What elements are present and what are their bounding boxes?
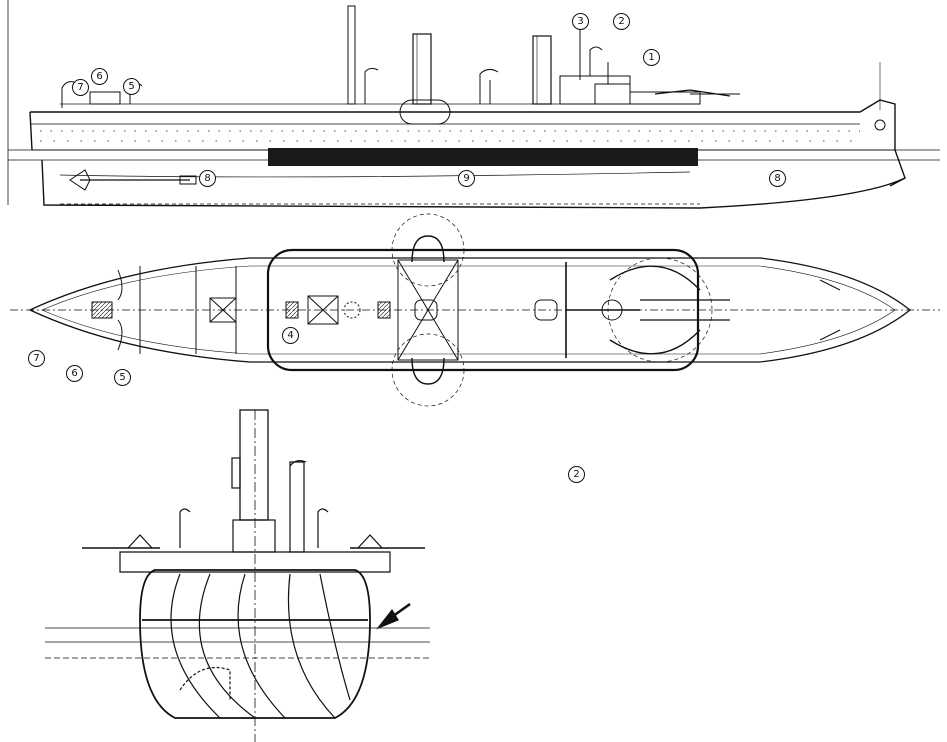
- side-elevation: [7, 0, 940, 209]
- callout-5-plan: 5: [114, 369, 131, 386]
- callout-7-plan: 7: [28, 350, 45, 367]
- callout-6-side: 6: [91, 68, 108, 85]
- cross-section: [45, 409, 430, 742]
- plan-view: [10, 213, 940, 407]
- callout-2: 2: [613, 13, 630, 30]
- callout-6-plan: 6: [66, 365, 83, 382]
- callout-8-fore: 8: [769, 170, 786, 187]
- callout-2-section: 2: [568, 466, 585, 483]
- callout-9: 9: [458, 170, 475, 187]
- callout-5-side: 5: [123, 78, 140, 95]
- callout-8-aft: 8: [199, 170, 216, 187]
- callout-4: 4: [282, 327, 299, 344]
- callout-3: 3: [572, 13, 589, 30]
- callout-1: 1: [643, 49, 660, 66]
- callout-7-side: 7: [72, 79, 89, 96]
